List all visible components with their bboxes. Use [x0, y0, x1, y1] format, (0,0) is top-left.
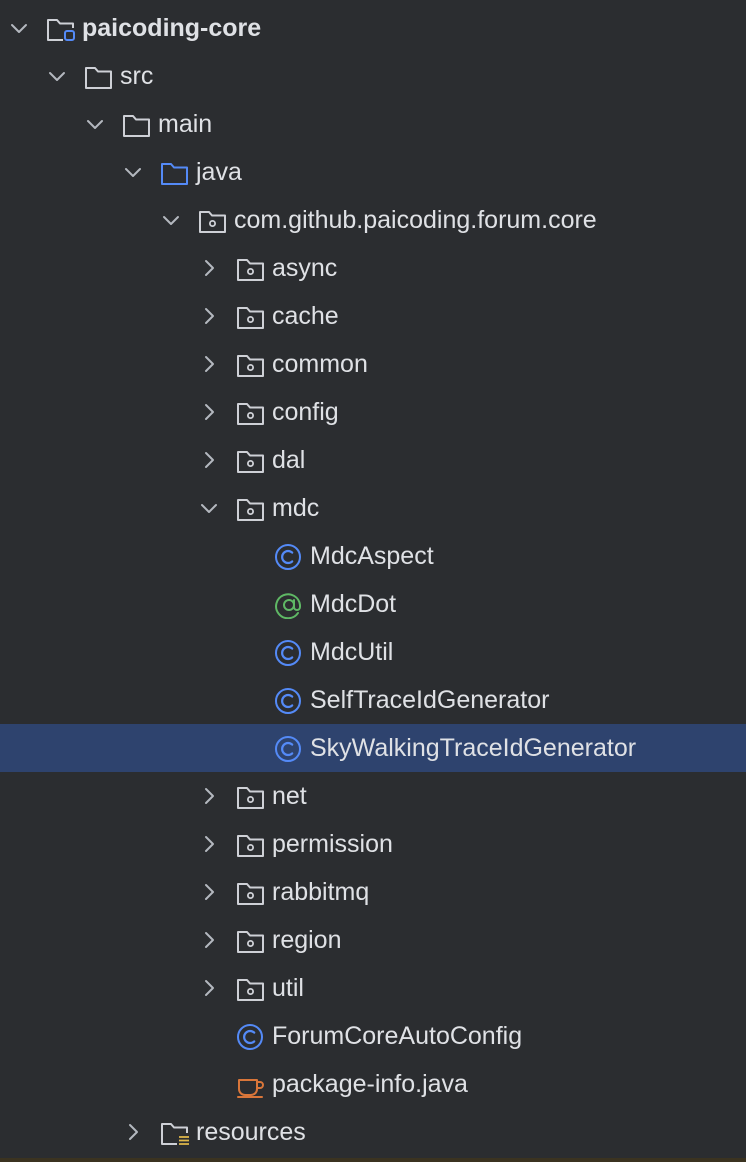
tree-node-java[interactable]: java	[0, 148, 746, 196]
folder-icon	[84, 63, 114, 91]
bottom-edge	[0, 1158, 746, 1162]
tree-node-label: SkyWalkingTraceIdGenerator	[310, 734, 637, 762]
package-icon	[236, 255, 266, 283]
chevron-down-icon[interactable]	[8, 17, 30, 39]
class-icon	[274, 543, 304, 571]
tree-node-label: SelfTraceIdGenerator	[310, 686, 550, 714]
chevron-right-icon[interactable]	[198, 977, 220, 999]
tree-node-label: MdcUtil	[310, 638, 394, 666]
tree-node-resources[interactable]: resources	[0, 1108, 746, 1156]
tree-node-label: src	[120, 62, 154, 90]
tree-node-permission[interactable]: permission	[0, 820, 746, 868]
tree-node-com-github-paicoding-forum-core[interactable]: com.github.paicoding.forum.core	[0, 196, 746, 244]
chevron-right-icon[interactable]	[198, 401, 220, 423]
package-icon	[236, 303, 266, 331]
tree-node-region[interactable]: region	[0, 916, 746, 964]
tree-node-cache[interactable]: cache	[0, 292, 746, 340]
chevron-right-icon[interactable]	[198, 881, 220, 903]
tree-node-label: cache	[272, 302, 339, 330]
tree-node-label: rabbitmq	[272, 878, 370, 906]
tree-node-label: mdc	[272, 494, 320, 522]
tree-node-label: permission	[272, 830, 393, 858]
package-icon	[236, 783, 266, 811]
tree-node-label: package-info.java	[272, 1070, 468, 1098]
class-icon	[274, 735, 304, 763]
package-icon	[236, 447, 266, 475]
tree-node-mdc[interactable]: mdc	[0, 484, 746, 532]
package-icon	[236, 879, 266, 907]
tree-node-label: dal	[272, 446, 306, 474]
package-icon	[236, 975, 266, 1003]
chevron-right-icon[interactable]	[198, 257, 220, 279]
tree-node-mdcutil[interactable]: MdcUtil	[0, 628, 746, 676]
chevron-right-icon[interactable]	[122, 1121, 144, 1143]
java-file-icon	[236, 1071, 266, 1099]
tree-node-net[interactable]: net	[0, 772, 746, 820]
tree-node-main[interactable]: main	[0, 100, 746, 148]
chevron-right-icon[interactable]	[198, 929, 220, 951]
resources-folder-icon	[160, 1119, 190, 1147]
package-icon	[236, 927, 266, 955]
tree-node-skywalkingtraceidgenerator[interactable]: SkyWalkingTraceIdGenerator	[0, 724, 746, 772]
chevron-down-icon[interactable]	[84, 113, 106, 135]
tree-node-util[interactable]: util	[0, 964, 746, 1012]
annotation-icon	[274, 591, 304, 620]
tree-node-common[interactable]: common	[0, 340, 746, 388]
class-icon	[274, 639, 304, 667]
chevron-right-icon[interactable]	[198, 449, 220, 471]
tree-node-label: common	[272, 350, 368, 378]
package-icon	[198, 207, 228, 235]
folder-icon	[122, 111, 152, 139]
tree-node-src[interactable]: src	[0, 52, 746, 100]
tree-node-paicoding-core[interactable]: paicoding-core	[0, 4, 746, 52]
tree-node-package-info-java[interactable]: package-info.java	[0, 1060, 746, 1108]
tree-node-label: java	[196, 158, 242, 186]
tree-node-label: MdcDot	[310, 590, 397, 618]
module-folder-icon	[46, 15, 76, 43]
tree-node-async[interactable]: async	[0, 244, 746, 292]
tree-node-label: MdcAspect	[310, 542, 434, 570]
tree-node-label: resources	[196, 1118, 306, 1146]
tree-node-label: util	[272, 974, 304, 1002]
tree-node-label: region	[272, 926, 342, 954]
package-icon	[236, 351, 266, 379]
tree-node-label: paicoding-core	[82, 14, 262, 42]
package-icon	[236, 399, 266, 427]
tree-node-label: main	[158, 110, 213, 138]
tree-node-forumcoreautoconfig[interactable]: ForumCoreAutoConfig	[0, 1012, 746, 1060]
chevron-down-icon[interactable]	[46, 65, 68, 87]
chevron-right-icon[interactable]	[198, 353, 220, 375]
tree-node-dal[interactable]: dal	[0, 436, 746, 484]
tree-node-mdcaspect[interactable]: MdcAspect	[0, 532, 746, 580]
tree-node-label: net	[272, 782, 307, 810]
tree-node-selftraceidgenerator[interactable]: SelfTraceIdGenerator	[0, 676, 746, 724]
source-folder-icon	[160, 159, 190, 187]
tree-node-label: ForumCoreAutoConfig	[272, 1022, 523, 1050]
chevron-right-icon[interactable]	[198, 305, 220, 327]
tree-node-mdcdot[interactable]: MdcDot	[0, 580, 746, 628]
tree-node-rabbitmq[interactable]: rabbitmq	[0, 868, 746, 916]
package-icon	[236, 831, 266, 859]
chevron-right-icon[interactable]	[198, 833, 220, 855]
tree-node-label: com.github.paicoding.forum.core	[234, 206, 597, 234]
tree-node-config[interactable]: config	[0, 388, 746, 436]
chevron-down-icon[interactable]	[122, 161, 144, 183]
chevron-down-icon[interactable]	[198, 497, 220, 519]
tree-node-label: async	[272, 254, 338, 282]
tree-node-label: config	[272, 398, 339, 426]
package-icon	[236, 495, 266, 523]
class-icon	[274, 687, 304, 715]
chevron-down-icon[interactable]	[160, 209, 182, 231]
class-icon	[236, 1023, 266, 1051]
chevron-right-icon[interactable]	[198, 785, 220, 807]
